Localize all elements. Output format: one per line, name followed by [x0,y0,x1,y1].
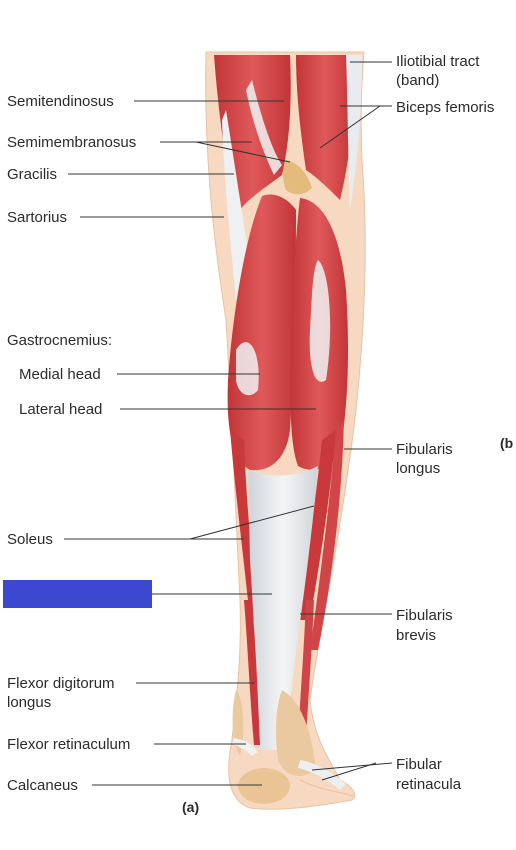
label-fibular-retinacula-2: retinacula [396,776,462,793]
popliteal-fossa [283,160,312,195]
label-flexor-digitorum-longus: Flexor digitorum [7,675,115,692]
hidden-label-box[interactable] [3,580,152,608]
fibular-retinacula-band [298,760,346,790]
label-medial-head: Medial head [19,366,101,383]
panel-label-a: (a) [182,799,200,815]
flexor-digitorum-longus-muscle [244,600,260,745]
label-gracilis: Gracilis [7,166,58,183]
label-iliotibial-tract: Iliotibial tract [396,53,480,70]
panel-label-b: (b [500,435,514,451]
leader-biceps-b [319,105,381,149]
iliotibial-band [346,55,362,210]
label-fibularis-brevis: Fibularis [396,607,453,624]
label-iliotibial-tract-band: (band) [396,72,440,89]
label-gastrocnemius: Gastrocnemius: [7,332,113,349]
label-flexor-digitorum-longus-2: longus [7,694,52,711]
leader-lines [64,61,393,786]
leader-fibular-retinacula-a [311,762,393,771]
thigh-tendon-medial [222,110,248,300]
label-sartorius: Sartorius [7,209,68,226]
calcaneal-tendon [248,466,318,750]
label-biceps-femoris: Biceps femoris [396,99,495,116]
ankle-bones [275,690,316,776]
biceps-femoris-muscle [296,55,354,200]
gastrocnemius-medial-head [227,194,296,471]
gastrocnemius-highlight-lateral [309,260,331,382]
label-semitendinosus: Semitendinosus [7,93,114,110]
label-lateral-head: Lateral head [19,401,103,418]
foot-outline [299,779,355,797]
label-fibular-retinacula: Fibular [396,756,442,773]
leader-soleus-b [189,505,315,540]
label-fibularis-longus: Fibularis [396,441,453,458]
label-semimembranosus: Semimembranosus [7,134,137,151]
soleus-lateral [300,430,336,620]
flexor-retinaculum-band [232,738,258,756]
leader-fibular-retinacula-b [321,762,377,781]
fibularis-longus-muscle [310,420,344,650]
label-calcaneus: Calcaneus [7,777,78,794]
label-fibularis-brevis-2: brevis [396,627,437,644]
gastrocnemius-highlight-medial [236,342,259,396]
calcaneus-bone [238,768,290,804]
thigh-tendon-center [246,80,282,175]
label-fibularis-longus-2: longus [396,460,441,477]
fibularis-brevis-muscle [298,600,314,740]
label-soleus: Soleus [7,531,53,548]
label-flexor-retinaculum: Flexor retinaculum [7,736,131,753]
leader-semimembranosus-b [195,141,291,163]
